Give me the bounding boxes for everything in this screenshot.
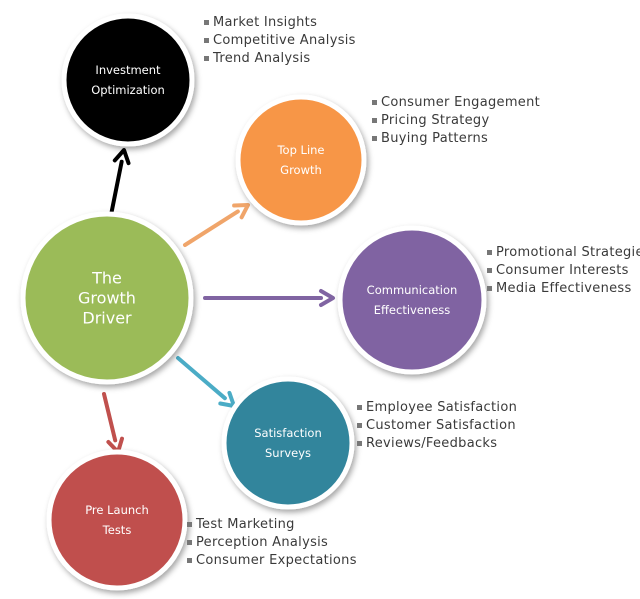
pre-launch-circle — [46, 449, 188, 591]
top-line-label-line: Top Line — [276, 143, 324, 157]
satisfaction-circle — [221, 376, 355, 510]
bullet-square-icon — [357, 423, 362, 428]
bullet-item: Competitive Analysis — [213, 33, 356, 48]
bullet-square-icon — [204, 20, 209, 25]
bullet-square-icon — [204, 56, 209, 61]
center-label-line: The — [91, 269, 122, 288]
bullet-square-icon — [357, 441, 362, 446]
satisfaction-label-line: Surveys — [265, 446, 311, 460]
top-line-label-line: Growth — [280, 163, 322, 177]
investment-arrow — [108, 148, 131, 222]
bullet-item: Perception Analysis — [196, 535, 328, 550]
bullet-square-icon — [372, 136, 377, 141]
bullet-square-icon — [187, 522, 192, 527]
top-line-arrow — [183, 203, 250, 247]
bullet-square-icon — [487, 286, 492, 291]
communication-circle — [337, 225, 487, 375]
bullet-square-icon — [372, 100, 377, 105]
bullet-square-icon — [357, 405, 362, 410]
bullet-item: Customer Satisfaction — [366, 418, 516, 433]
bullet-item: Buying Patterns — [381, 131, 488, 146]
bullet-square-icon — [487, 268, 492, 273]
bullet-item: Employee Satisfaction — [366, 400, 517, 415]
bullet-square-icon — [487, 250, 492, 255]
bullet-item: Consumer Interests — [496, 263, 629, 278]
bullet-square-icon — [187, 540, 192, 545]
satisfaction-label-line: Satisfaction — [254, 426, 322, 440]
communication-label-line: Effectiveness — [374, 303, 451, 317]
pre-launch-label-line: Pre Launch — [85, 503, 149, 517]
bullet-item: Trend Analysis — [212, 51, 310, 66]
investment-label-line: Investment — [95, 63, 161, 77]
center-circle — [20, 211, 194, 385]
bullet-item: Market Insights — [213, 15, 317, 30]
bullet-item: Reviews/Feedbacks — [366, 436, 497, 451]
bullet-item: Media Effectiveness — [496, 281, 632, 296]
bullet-item: Consumer Expectations — [196, 553, 357, 568]
bullet-item: Test Marketing — [195, 517, 295, 532]
bullet-item: Promotional Strategies — [496, 245, 640, 260]
pre-launch-label-line: Tests — [102, 523, 132, 537]
pre-launch-arrow — [102, 392, 124, 454]
bullet-square-icon — [372, 118, 377, 123]
center-label-line: Growth — [78, 289, 136, 308]
investment-label-line: Optimization — [91, 83, 165, 97]
bullet-item: Consumer Engagement — [381, 95, 540, 110]
bullet-item: Pricing Strategy — [381, 113, 489, 128]
bullet-square-icon — [187, 558, 192, 563]
center-label-line: Driver — [82, 309, 132, 328]
top-line-circle — [235, 94, 367, 226]
connector-arrows — [102, 148, 335, 454]
investment-circle — [61, 13, 195, 147]
node-circles: TheGrowthDriverInvestmentOptimizationTop… — [20, 13, 487, 591]
communication-arrow — [203, 289, 335, 307]
communication-label-line: Communication — [367, 283, 458, 297]
satisfaction-arrow — [176, 356, 236, 408]
bullet-square-icon — [204, 38, 209, 43]
